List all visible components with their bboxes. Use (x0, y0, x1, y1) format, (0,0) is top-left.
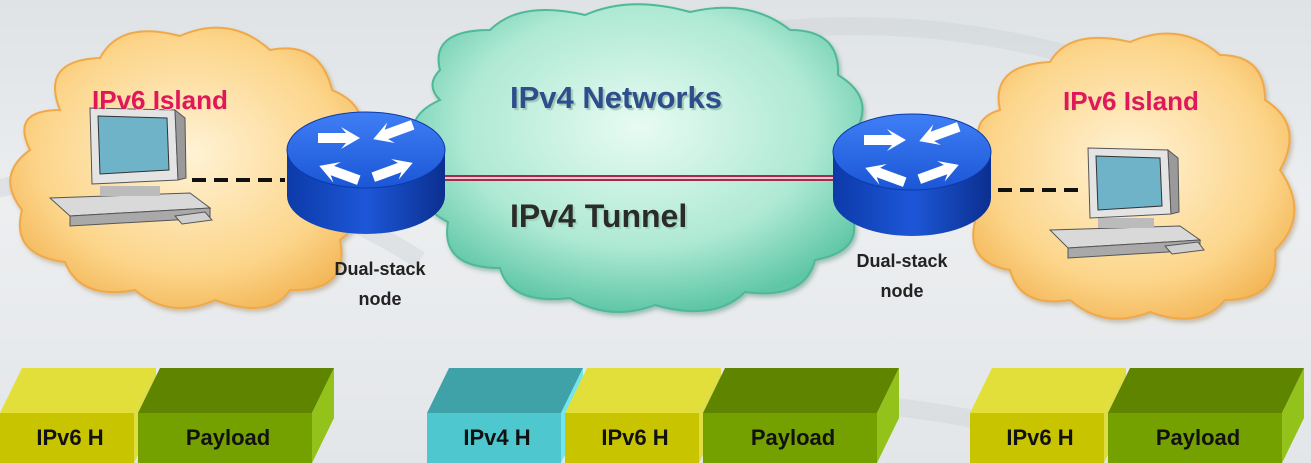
packet-left-payload-block (138, 368, 334, 463)
left-island-label: IPv6 Island (92, 85, 228, 115)
packet-right-payload-block (1108, 368, 1304, 463)
packet-right-payload-label: Payload (1155, 425, 1241, 450)
packet-block-front (138, 413, 312, 463)
right-node-label-line1: Dual-stack (856, 251, 948, 271)
right-dual-stack-node-label: Dual-stack node (838, 246, 966, 306)
packet-block-front (0, 413, 134, 463)
right-island-label: IPv6 Island (1063, 86, 1199, 116)
packet-block-top (427, 368, 583, 413)
packet-middle-ipv4-block (427, 368, 583, 463)
right-computer-icon (1048, 147, 1205, 259)
right-router-icon (832, 113, 992, 236)
packet-block-top (970, 368, 1126, 413)
packet-middle-ipv6-block (565, 368, 721, 463)
packet-middle-payload-block (703, 368, 899, 463)
left-router-icon (286, 111, 446, 234)
left-ipv6-island-cloud (9, 26, 369, 309)
packet-block-top (138, 368, 334, 413)
packet-block-front (427, 413, 561, 463)
ipv4-tunnel-label: IPv4 Tunnel (510, 198, 688, 234)
packet-block-top (1108, 368, 1304, 413)
packet-block-front (703, 413, 877, 463)
ipv4-network-cloud (412, 3, 866, 314)
packet-block-front (1108, 413, 1282, 463)
packet-block-front (970, 413, 1104, 463)
packet-block-side (1282, 368, 1304, 463)
packet-left-payload-label: Payload (185, 425, 271, 450)
packet-block-side (877, 368, 899, 463)
packet-middle-payload-label: Payload (750, 425, 836, 450)
packet-block-top (703, 368, 899, 413)
ipv4-networks-label: IPv4 Networks (510, 80, 722, 115)
packet-block-top (565, 368, 721, 413)
packet-right-ipv6-label: IPv6 H (1006, 425, 1074, 450)
packet-middle-ipv4-label: IPv4 H (463, 425, 531, 450)
right-node-label-line2: node (880, 281, 924, 301)
left-node-label-line1: Dual-stack (334, 259, 426, 279)
left-node-label-line2: node (358, 289, 402, 309)
left-computer-icon (48, 107, 213, 227)
packet-rows (0, 368, 1304, 463)
left-dual-stack-node-label: Dual-stack node (316, 254, 444, 314)
packet-left-ipv6-label: IPv6 H (36, 425, 104, 450)
packet-block-side (312, 368, 334, 463)
packet-block-top (0, 368, 156, 413)
packet-block-front (565, 413, 699, 463)
packet-right-ipv6-block (970, 368, 1126, 463)
packet-middle-ipv6-label: IPv6 H (601, 425, 669, 450)
